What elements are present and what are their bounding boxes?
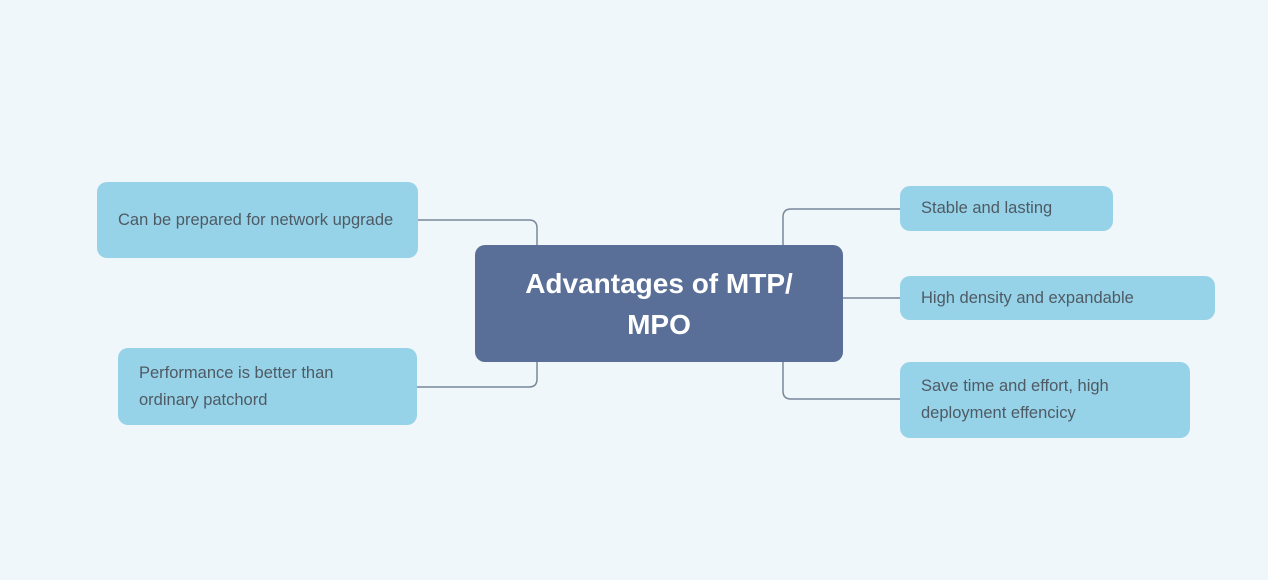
branch-node-network-upgrade[interactable]: Can be prepared for network upgrade [97, 182, 418, 258]
branch-label: High density and expandable [921, 288, 1134, 307]
center-node[interactable]: Advantages of MTP/ MPO [475, 245, 843, 362]
center-node-label-line2: MPO [627, 308, 691, 340]
branch-node-save-time[interactable]: Save time and effort, high deployment ef… [900, 362, 1190, 438]
branch-node-stable-lasting[interactable]: Stable and lasting [900, 186, 1113, 231]
branch-node-performance[interactable]: Performance is better than ordinary patc… [118, 348, 417, 425]
branch-label: Can be prepared for network upgrade [118, 210, 394, 229]
branch-label: Stable and lasting [921, 199, 1053, 217]
branch-label: Save time and effort, high deployment ef… [921, 377, 1109, 422]
branch-label: Performance is better than ordinary patc… [139, 363, 334, 409]
branch-node-high-density[interactable]: High density and expandable [900, 276, 1215, 320]
center-node-label-line1: Advantages of MTP/ [525, 267, 793, 299]
